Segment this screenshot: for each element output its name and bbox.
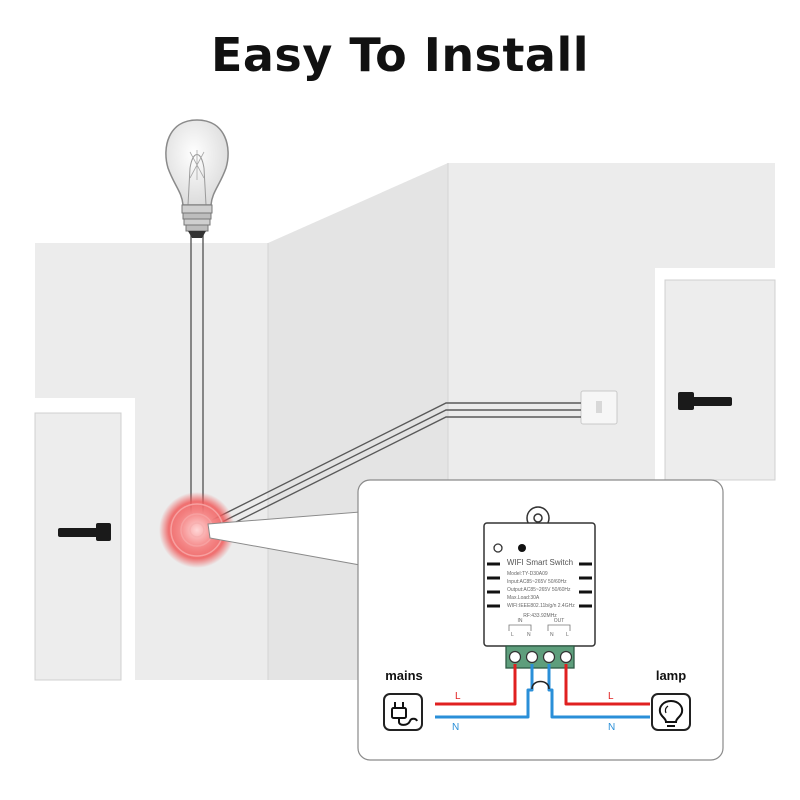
device-max-load: Max.Load:30A xyxy=(507,595,540,601)
device-rf: RF:433.92MHz xyxy=(523,613,557,619)
status-led xyxy=(518,544,526,552)
live-wire-out xyxy=(564,664,650,706)
neutral-label-left: N xyxy=(452,722,459,733)
svg-text:N: N xyxy=(550,632,554,638)
neutral-wire-in xyxy=(435,664,534,719)
device-wifi: WIFI:IEEE802.11b/g/n 2.4GHz xyxy=(507,603,575,609)
svg-text:L: L xyxy=(566,632,569,638)
mains-label: mains xyxy=(385,668,423,683)
terminal-screw-icon xyxy=(508,650,522,664)
svg-text:N: N xyxy=(527,632,531,638)
plug-icon xyxy=(383,693,423,731)
out-label: OUT xyxy=(554,618,565,624)
lamp-label: lamp xyxy=(656,668,686,683)
wall-switch xyxy=(580,390,618,425)
neutral-label-right: N xyxy=(608,722,615,733)
svg-text:L: L xyxy=(511,632,514,638)
terminal-block xyxy=(505,645,575,669)
wall-wiring xyxy=(190,235,581,531)
left-door xyxy=(34,398,135,681)
live-label-left: L xyxy=(455,691,461,702)
device-name: WIFI Smart Switch xyxy=(507,558,573,567)
smart-switch-module: WIFI Smart Switch Model:TY-D30A09 Input:… xyxy=(483,506,596,669)
page-title: Easy To Install xyxy=(210,28,590,82)
ceiling-bulb-icon xyxy=(165,119,229,238)
device-output: Output:AC85~265V 50/60Hz xyxy=(507,587,571,593)
neutral-wire-out xyxy=(547,664,650,719)
live-wire-in xyxy=(435,664,517,706)
terminal-screw-icon xyxy=(525,650,539,664)
device-model: Model:TY-D30A09 xyxy=(507,571,548,577)
pairing-button xyxy=(493,543,503,553)
door-handle-icon xyxy=(58,528,108,537)
terminal-screw-icon xyxy=(542,650,556,664)
terminal-screw-icon xyxy=(559,650,573,664)
bulb-icon xyxy=(651,693,691,731)
device-input: Input:AC85~265V 50/60Hz xyxy=(507,579,567,585)
right-door xyxy=(655,268,776,481)
connection-wires xyxy=(435,664,650,719)
in-label: IN xyxy=(518,618,523,624)
door-handle-icon xyxy=(684,397,732,406)
live-label-right: L xyxy=(608,691,614,702)
